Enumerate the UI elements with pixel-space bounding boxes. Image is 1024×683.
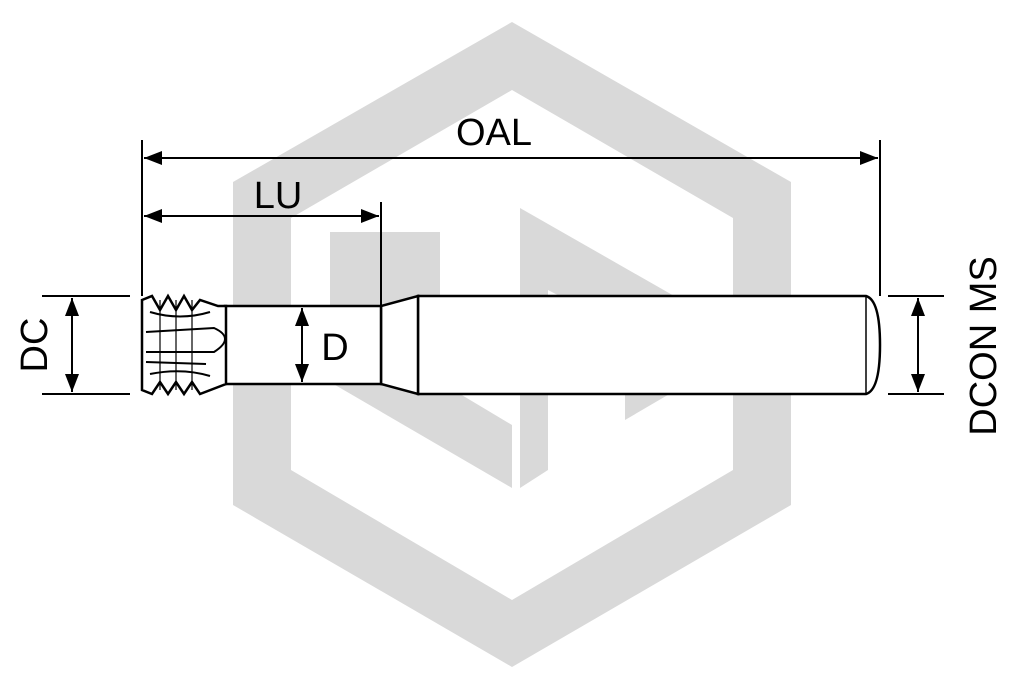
tool-shank: [416, 294, 882, 396]
thread-profile-top: [140, 293, 228, 397]
dimension-lines: [42, 140, 944, 395]
dcon-arrow-bottom: [911, 374, 925, 392]
label-dcon-ms: DCON MS: [963, 256, 1005, 435]
tool-neck-transition: [379, 294, 420, 396]
thread-cutting-head: [140, 293, 228, 397]
thread-flute-4: [149, 370, 211, 377]
d-arrow-bottom: [295, 364, 309, 382]
thread-flute-1: [149, 311, 211, 318]
oal-arrow-left: [144, 151, 162, 165]
oal-arrow-right: [860, 151, 878, 165]
lu-arrow-right: [361, 209, 379, 223]
label-oal: OAL: [456, 112, 532, 154]
label-dc: DC: [14, 318, 56, 373]
dc-arrow-bottom: [65, 374, 79, 392]
d-arrow-top: [295, 308, 309, 326]
label-d: D: [321, 327, 348, 369]
label-lu: LU: [254, 175, 303, 217]
lu-arrow-left: [144, 209, 162, 223]
dimension-labels: OAL LU D DC DCON MS: [14, 112, 1005, 436]
thread-flute-2: [145, 326, 226, 353]
thread-mill-tool: [140, 293, 882, 397]
dc-arrow-top: [65, 298, 79, 316]
dcon-arrow-top: [911, 298, 925, 316]
